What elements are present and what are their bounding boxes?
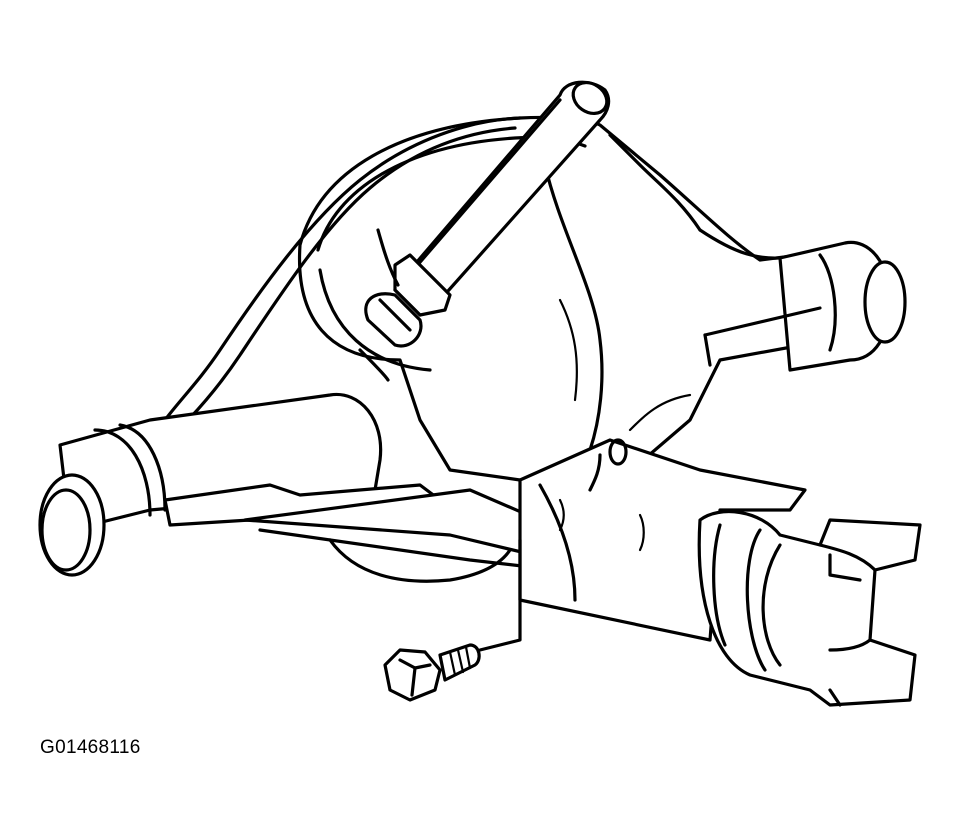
- differential-housing: [297, 115, 842, 482]
- axle-tube-left: [38, 392, 442, 577]
- mounting-bracket: [518, 438, 807, 642]
- figure-id-label: G01468116: [40, 737, 141, 758]
- pinion-yoke: [697, 510, 922, 707]
- bracket-bolt: [383, 643, 481, 702]
- cover-flange: [163, 116, 522, 422]
- hose-clip: [358, 228, 452, 382]
- bolt-leader-line: [478, 538, 522, 652]
- axle-tube-right: [703, 240, 907, 372]
- vent-hose: [408, 80, 611, 302]
